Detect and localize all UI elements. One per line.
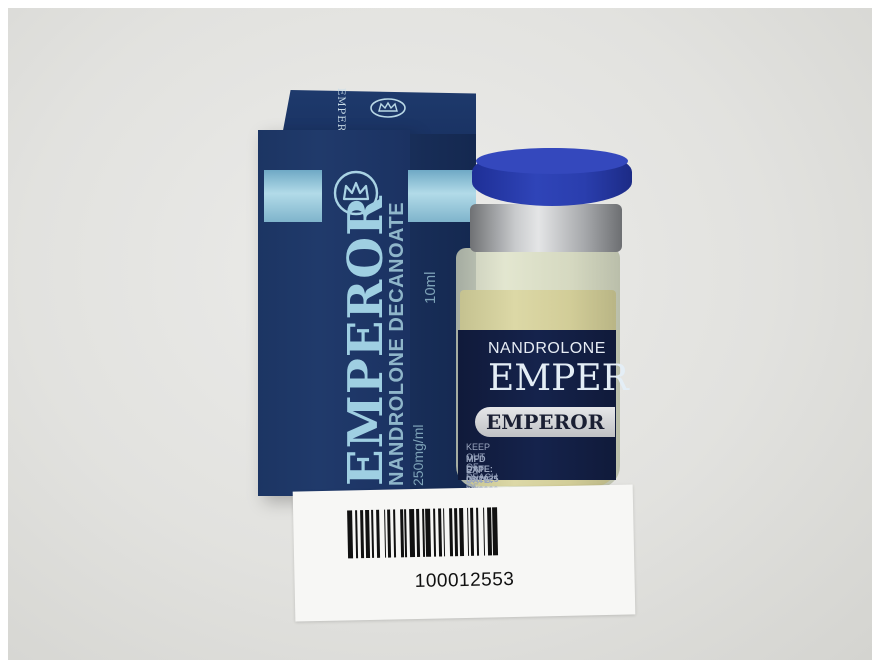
foil-band-right [408, 170, 476, 222]
vial-label [458, 330, 616, 480]
vial-drug-name: NANDROLONE [488, 340, 606, 357]
box-dose: 250mg/ml [410, 424, 426, 486]
barcode-bar [492, 507, 499, 556]
vial-pill-text: EMPEROR [486, 410, 605, 434]
crown-logo-icon [370, 98, 406, 118]
box-top-brand: EMPEROR [335, 88, 346, 150]
vial-brand-pill [475, 407, 615, 437]
box-top-flap [282, 90, 476, 134]
box-drug-name: NANDROLONE DECANOATE [386, 201, 408, 486]
vial-cap-top [476, 148, 628, 174]
crown-circle-icon [333, 170, 379, 216]
vial-brand-name: EMPER [488, 358, 629, 399]
barcode-number: 100012553 [414, 568, 515, 593]
vial-crimp-seal [470, 204, 622, 252]
barcode [347, 507, 499, 559]
vial-mfd-date: MFD DATE: 08/2025 [466, 454, 499, 484]
box-volume: 10ml [422, 271, 439, 304]
foil-band-left [264, 170, 322, 222]
product-photo: EMPEROR EMPEROR NANDROLONE DECANOATE 250… [8, 8, 872, 660]
barcode-sticker: 100012553 [292, 484, 636, 622]
